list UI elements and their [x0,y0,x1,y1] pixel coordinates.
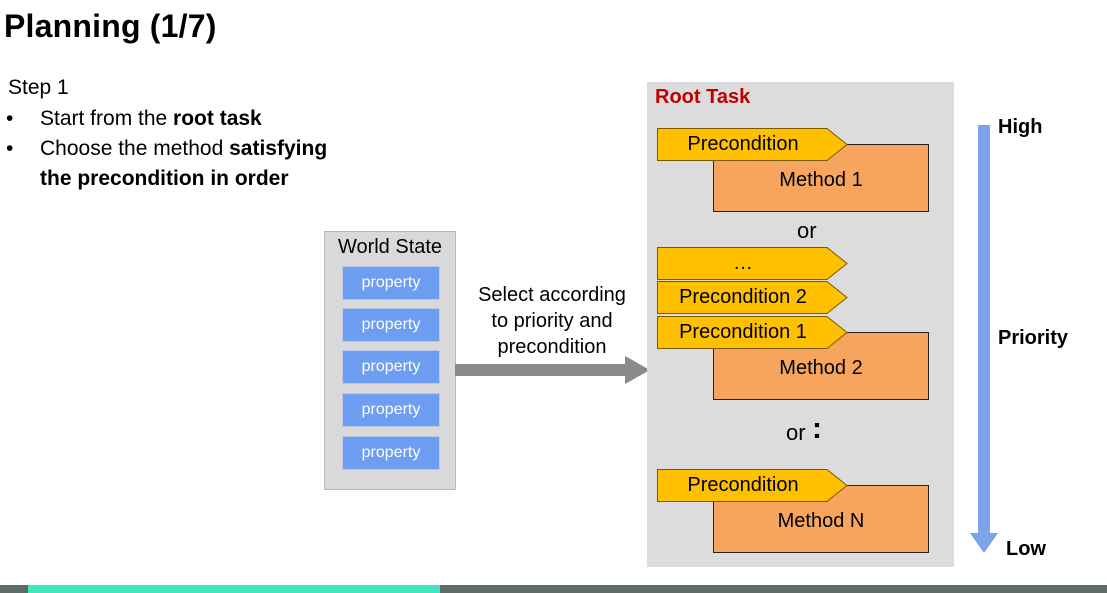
precondition-tag: … [657,247,848,280]
priority-high-label: High [998,116,1043,138]
priority-label: Priority [998,327,1069,349]
bullet-item-2: • Choose the method satisfying the precon… [0,134,420,194]
world-state-title: World State [337,236,443,258]
precondition-label: Precondition 2 [679,286,807,308]
precondition-tag: Precondition 2 [657,281,848,314]
priority-low-label: Low [1006,538,1046,560]
precondition-tag: Precondition [657,469,848,502]
world-state-property: property [342,308,440,342]
or-label: or [786,420,806,445]
arrow-label-line: to priority and [491,310,613,332]
world-state-property: property [342,350,440,384]
bullet-bold-text: root task [173,107,262,130]
step-label: Step 1 [8,76,69,99]
bullet-symbol: • [6,107,14,130]
precondition-label: Precondition [687,133,799,155]
precondition-label: Precondition 1 [679,321,807,343]
slide-progress-fill [28,585,440,593]
world-state-property: property [342,393,440,427]
bullet-bold-text: satisfying [229,137,328,160]
bullet-text: Choose the method [40,137,230,160]
world-state-property: property [342,436,440,470]
root-task-title: Root Task [655,86,751,108]
bullet-bold-text-line2: the precondition in order [40,167,289,190]
slide-progress-track [0,585,1107,593]
bullet-item-1: • Start from the root task [0,104,420,134]
arrow-label: Select according to priority and precond… [460,282,644,360]
bullet-text: Start from the [40,107,174,130]
bullet-symbol: • [6,137,14,160]
precondition-label: Precondition [687,474,799,496]
or-label: or [797,218,817,243]
precondition-tag: Precondition 1 [657,316,848,349]
vertical-ellipsis: : [812,412,822,445]
precondition-ellipsis-label: … [733,252,753,274]
world-state-property: property [342,266,440,300]
arrow-label-line: precondition [497,336,607,358]
select-arrow [455,356,650,384]
arrow-label-line: Select according [478,284,626,306]
page-title: Planning (1/7) [4,8,217,44]
precondition-tag: Precondition [657,128,848,161]
priority-arrow [970,125,998,553]
